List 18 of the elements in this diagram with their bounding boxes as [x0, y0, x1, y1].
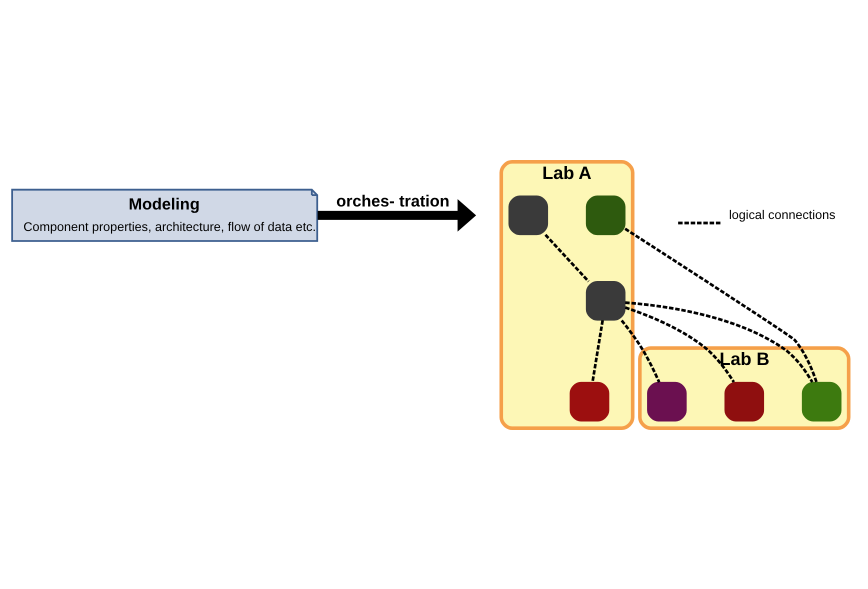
connector [625, 300, 814, 382]
cluster: Lab B [638, 346, 850, 430]
connector [624, 227, 818, 382]
connector [624, 306, 735, 382]
cluster: Lab A [499, 160, 634, 430]
node-box [724, 381, 764, 421]
legend-label: logical connections [728, 208, 836, 222]
connector [591, 320, 604, 382]
node-box [647, 381, 687, 421]
node-box [508, 195, 548, 235]
edge-label: orches- tration [336, 192, 450, 210]
connector [620, 319, 660, 382]
node-box [586, 280, 626, 320]
arrow [318, 198, 476, 232]
connector [544, 233, 590, 282]
node-box [586, 195, 626, 235]
node-box [570, 381, 610, 421]
node-box [802, 381, 842, 421]
